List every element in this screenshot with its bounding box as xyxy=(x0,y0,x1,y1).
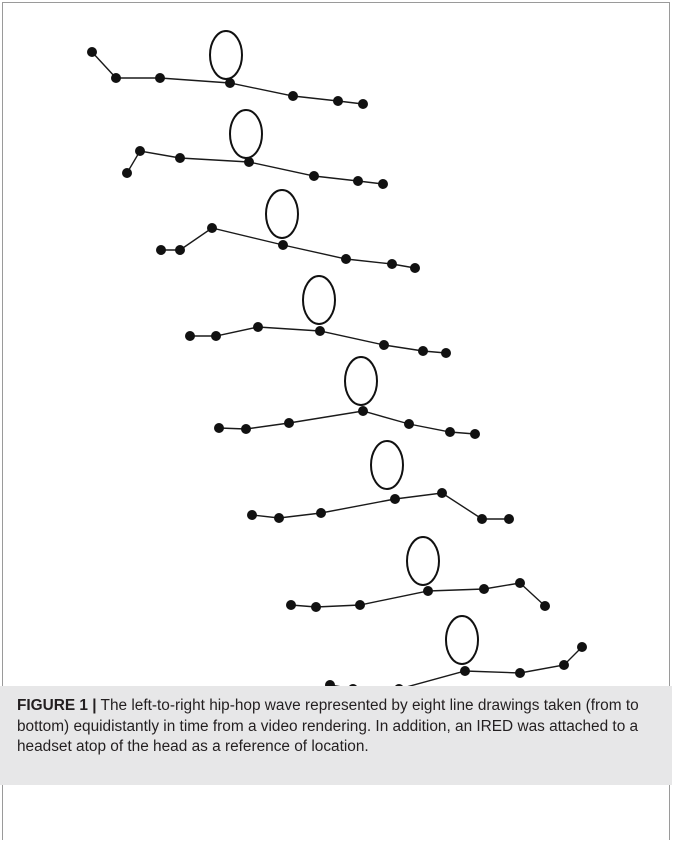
head-ellipse xyxy=(344,356,378,406)
caption-background xyxy=(0,686,672,785)
joint-marker xyxy=(175,245,185,255)
joint-marker xyxy=(111,73,121,83)
joint-marker xyxy=(315,326,325,336)
stick-figure-frame-2 xyxy=(122,109,388,189)
caption-text: The left-to-right hip-hop wave represent… xyxy=(17,697,639,755)
joint-marker xyxy=(577,642,587,652)
joint-marker xyxy=(445,427,455,437)
stick-figure-frame-5 xyxy=(214,356,480,439)
stick-figure-frame-8 xyxy=(325,615,587,694)
joint-marker xyxy=(286,600,296,610)
joint-marker xyxy=(515,668,525,678)
joint-marker xyxy=(353,176,363,186)
caption-label: FIGURE 1 | xyxy=(17,697,97,714)
joint-marker xyxy=(559,660,569,670)
joint-marker xyxy=(284,418,294,428)
joint-marker xyxy=(418,346,428,356)
joint-marker xyxy=(175,153,185,163)
head-ellipse xyxy=(302,275,336,325)
joint-marker xyxy=(156,245,166,255)
joint-marker xyxy=(470,429,480,439)
joint-marker xyxy=(437,488,447,498)
head-ellipse xyxy=(445,615,479,665)
joint-marker xyxy=(515,578,525,588)
joint-marker xyxy=(311,602,321,612)
joint-marker xyxy=(253,322,263,332)
joint-marker xyxy=(207,223,217,233)
joint-marker xyxy=(87,47,97,57)
arm-line xyxy=(251,492,509,520)
joint-marker xyxy=(309,171,319,181)
joint-marker xyxy=(390,494,400,504)
joint-marker xyxy=(211,331,221,341)
joint-marker xyxy=(155,73,165,83)
joint-marker xyxy=(244,157,254,167)
head-ellipse xyxy=(265,189,299,239)
stick-figure-frame-3 xyxy=(156,189,420,273)
stick-figure-frame-4 xyxy=(185,275,451,358)
joint-marker xyxy=(477,514,487,524)
joint-marker xyxy=(378,179,388,189)
arm-line xyxy=(161,227,416,269)
joint-marker xyxy=(288,91,298,101)
arm-line xyxy=(126,150,384,185)
joint-marker xyxy=(341,254,351,264)
joint-marker xyxy=(410,263,420,273)
joint-marker xyxy=(441,348,451,358)
joint-marker xyxy=(333,96,343,106)
arm-line xyxy=(218,410,476,435)
joint-marker xyxy=(185,331,195,341)
joint-marker xyxy=(316,508,326,518)
joint-marker xyxy=(540,601,550,611)
joint-marker xyxy=(278,240,288,250)
stick-figure-frame-1 xyxy=(87,30,368,109)
head-ellipse xyxy=(229,109,263,159)
joint-marker xyxy=(241,424,251,434)
arm-line xyxy=(290,582,546,608)
joint-marker xyxy=(379,340,389,350)
head-ellipse xyxy=(406,536,440,586)
figure-caption: FIGURE 1 | The left-to-right hip-hop wav… xyxy=(17,696,657,758)
joint-marker xyxy=(135,146,145,156)
joint-marker xyxy=(460,666,470,676)
joint-marker xyxy=(214,423,224,433)
joint-marker xyxy=(387,259,397,269)
joint-marker xyxy=(274,513,284,523)
head-ellipse xyxy=(370,440,404,490)
head-ellipse xyxy=(209,30,243,80)
joint-marker xyxy=(479,584,489,594)
joint-marker xyxy=(504,514,514,524)
stick-figure-frame-6 xyxy=(247,440,514,524)
joint-marker xyxy=(225,78,235,88)
arm-line xyxy=(329,646,583,690)
joint-marker xyxy=(423,586,433,596)
joint-marker xyxy=(247,510,257,520)
joint-marker xyxy=(358,99,368,109)
joint-marker xyxy=(122,168,132,178)
joint-marker xyxy=(404,419,414,429)
joint-marker xyxy=(358,406,368,416)
joint-marker xyxy=(355,600,365,610)
stick-figure-frame-7 xyxy=(286,536,550,612)
